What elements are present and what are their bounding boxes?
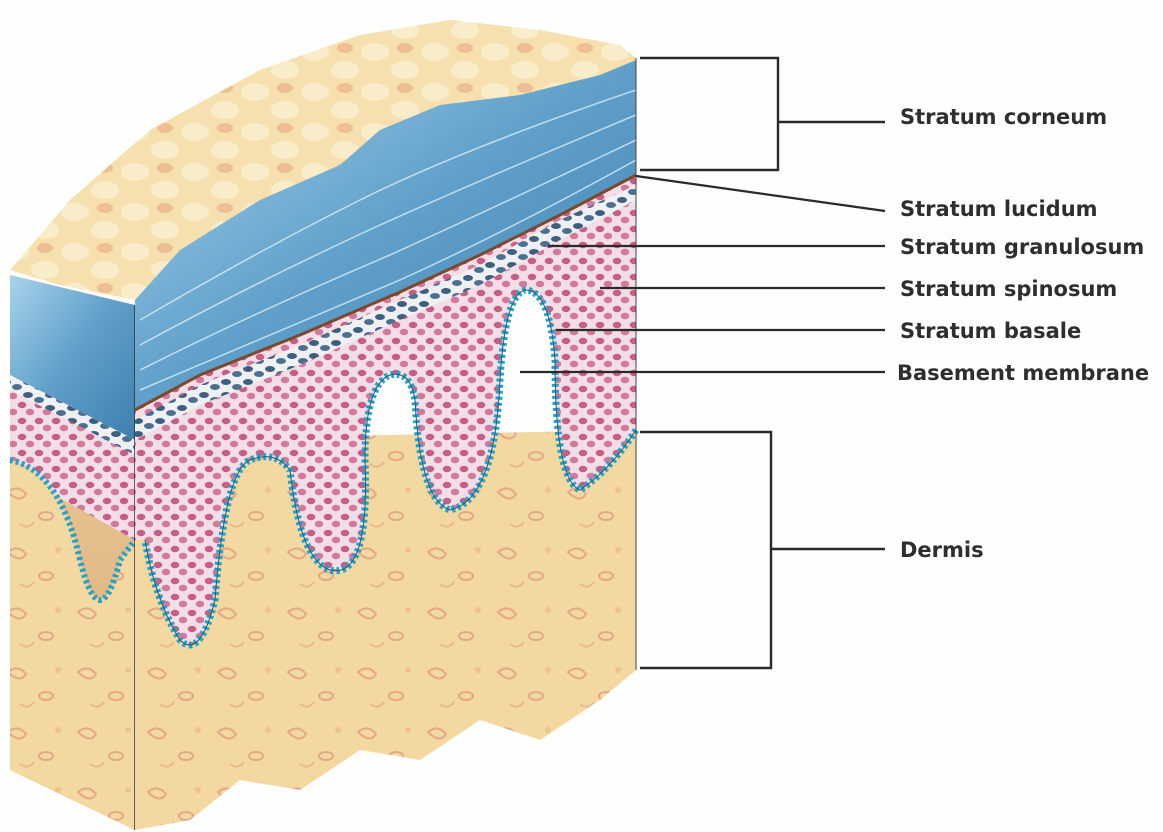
stratum-lucidum-leader bbox=[636, 176, 885, 211]
label-stratum-corneum: Stratum corneum bbox=[900, 105, 1107, 129]
label-stratum-granulosum: Stratum granulosum bbox=[900, 235, 1144, 259]
label-stratum-spinosum: Stratum spinosum bbox=[900, 277, 1117, 301]
side-face bbox=[10, 275, 135, 830]
label-basement-membrane: Basement membrane bbox=[897, 361, 1149, 385]
label-stratum-basale: Stratum basale bbox=[900, 319, 1081, 343]
label-dermis: Dermis bbox=[900, 538, 984, 562]
label-stratum-lucidum: Stratum lucidum bbox=[900, 197, 1098, 221]
stratum-corneum-bracket bbox=[640, 58, 885, 170]
dermis-bracket bbox=[640, 432, 885, 668]
